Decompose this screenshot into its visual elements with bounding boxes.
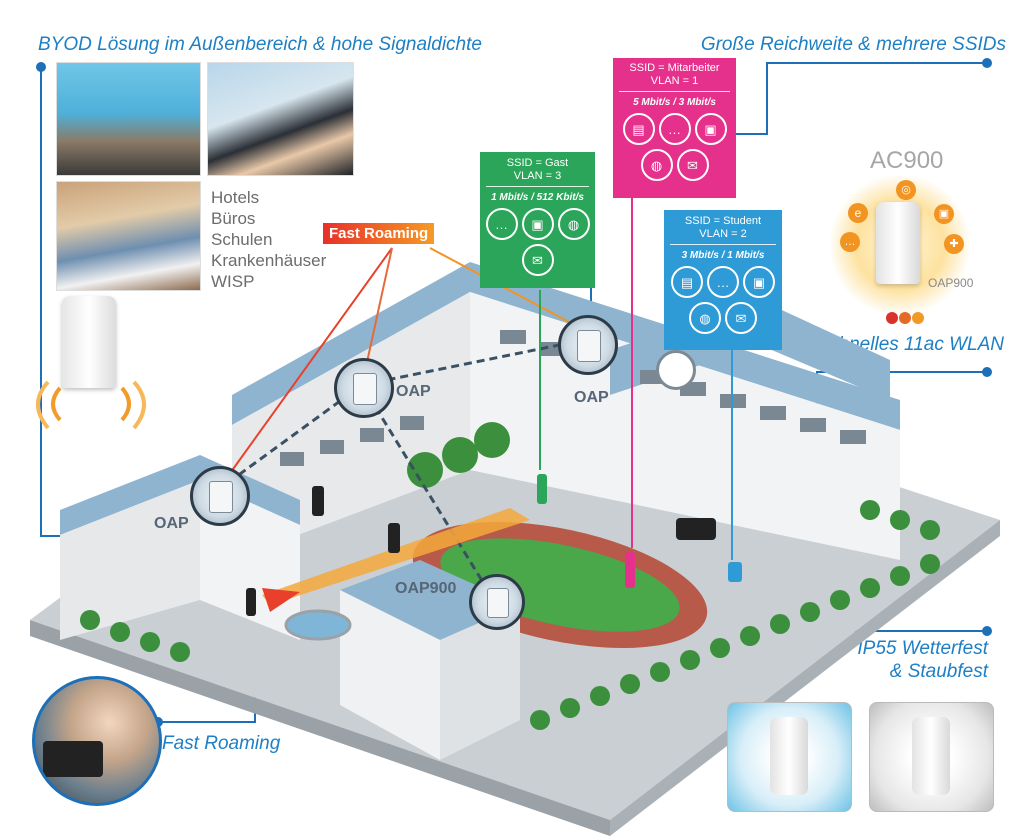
range-connector-line-h2 (736, 133, 768, 135)
oap-right-access-point (558, 315, 618, 375)
byod-heading: BYOD Lösung im Außenbereich & hohe Signa… (38, 34, 482, 55)
feature-monitor-icon: ▣ (934, 204, 954, 224)
oap-left-access-point (190, 466, 250, 526)
ip55-connector-dot (982, 626, 992, 636)
ip55-heading-line1: IP55 Wetterfest (857, 638, 988, 659)
business-people-photo (207, 62, 354, 176)
globe-icon: ◍ (689, 302, 721, 334)
ssid-gast-name: SSID = Gast (506, 157, 569, 169)
ssid-mitarbeiter-box: SSID = Mitarbeiter VLAN = 1 5 Mbit/s / 3… (613, 58, 736, 198)
water-device-image (770, 717, 808, 795)
dust-resistant-card (869, 702, 994, 812)
folder-icon: ▤ (671, 266, 703, 298)
ssid-mitarbeiter-rate: 5 Mbit/s / 3 Mbit/s (633, 97, 716, 108)
pool-laptop-photo (56, 62, 201, 176)
clock-icon (656, 350, 696, 390)
ssid-student-box: SSID = Student VLAN = 2 3 Mbit/s / 1 Mbi… (664, 210, 782, 350)
venue-offices: Büros (211, 209, 256, 228)
chat-icon: … (707, 266, 739, 298)
venue-list: Hotels Büros Schulen Krankenhäuser WISP (211, 187, 326, 292)
mail-icon: ✉ (521, 244, 554, 276)
students-photo (56, 181, 201, 291)
ssid-student-rate: 3 Mbit/s / 1 Mbit/s (681, 250, 765, 261)
chat-icon: … (658, 113, 691, 145)
oap-mid-label: OAP (396, 383, 431, 400)
tablet-user-photo (32, 676, 162, 806)
roaming-connector-line-h (158, 721, 256, 723)
range-connector-dot (982, 58, 992, 68)
ac900-model-label: AC900 (870, 147, 944, 174)
monitor-icon: ▣ (521, 208, 554, 240)
standard-a-badge-icon (912, 312, 924, 324)
ssid-mitarbeiter-vlan: VLAN = 1 (650, 75, 699, 87)
mail-icon: ✉ (725, 302, 757, 334)
tablet-device (43, 741, 103, 777)
dust-device-image (912, 717, 950, 795)
monitor-icon: ▣ (694, 113, 727, 145)
feature-phone-icon: ◎ (896, 180, 916, 200)
venue-schools: Schulen (211, 230, 273, 249)
ssid-gast-rate: 1 Mbit/s / 512 Kbit/s (491, 192, 584, 203)
globe-icon: ◍ (557, 208, 590, 240)
ac900-device-label: OAP900 (928, 276, 974, 290)
oap900-label: OAP900 (395, 580, 457, 597)
venue-hotels: Hotels (211, 188, 260, 207)
standard-n-badge-icon (899, 312, 911, 324)
feature-ie-icon: e (848, 203, 868, 223)
ssid-student-name: SSID = Student (684, 215, 762, 227)
monitor-icon: ▣ (743, 266, 775, 298)
ip55-heading-line2: & Staubfest (889, 661, 988, 682)
fast-roaming-badge: Fast Roaming (323, 223, 435, 244)
wlan-connector-line-h (818, 371, 984, 373)
byod-connector-line (40, 66, 42, 536)
chat-icon: … (485, 208, 518, 240)
range-connector-line-v (766, 62, 768, 134)
venue-hospitals: Krankenhäuser (211, 251, 327, 270)
oap-device-image (62, 296, 116, 388)
globe-icon: ◍ (640, 149, 673, 181)
feature-gamepad-icon: ✚ (944, 234, 964, 254)
wlan-connector-dot (982, 367, 992, 377)
range-connector-line-h (768, 62, 984, 64)
ssid-gast-vlan: VLAN = 3 (513, 170, 562, 182)
ssid-student-vlan: VLAN = 2 (699, 228, 747, 240)
ssid-mitarbeiter-name: SSID = Mitarbeiter (629, 62, 720, 74)
mail-icon: ✉ (676, 149, 709, 181)
folder-icon: ▤ (622, 113, 655, 145)
ssid-gast-box: SSID = Gast VLAN = 3 1 Mbit/s / 512 Kbit… (480, 152, 595, 288)
oap-mid-access-point (334, 358, 394, 418)
fast-roaming-caption: Fast Roaming (162, 733, 281, 754)
oap-left-label: OAP (154, 515, 189, 532)
venue-wisp: WISP (211, 272, 255, 291)
oap-right-label: OAP (574, 389, 609, 406)
signal-waves-icon (36, 380, 146, 430)
oap900-access-point (469, 574, 525, 630)
range-heading: Große Reichweite & mehrere SSIDs (700, 34, 1006, 55)
ac900-device-image (876, 202, 920, 284)
feature-chat-icon: … (840, 232, 860, 252)
standard-ac-badge-icon (886, 312, 898, 324)
water-resistant-card (727, 702, 852, 812)
